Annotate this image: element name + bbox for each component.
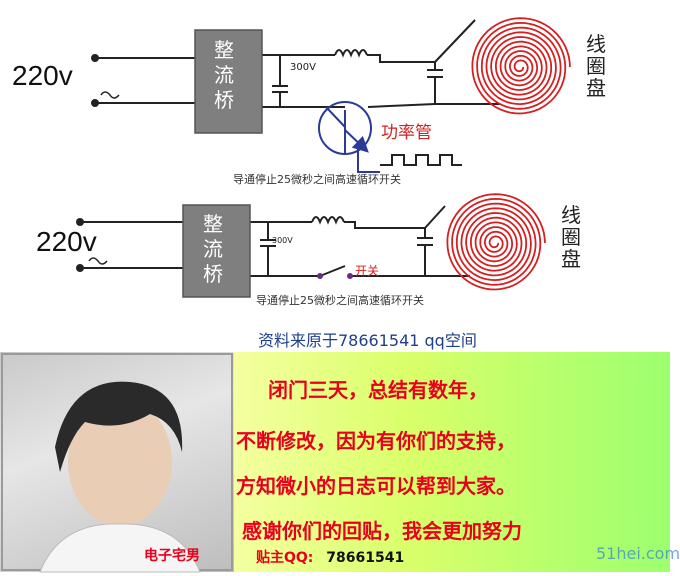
banner-line-3: 方知微小的日志可以帮到大家。 <box>236 470 516 499</box>
top-ac-symbol <box>100 90 120 100</box>
bottom-coil-label: 线圈盘 <box>561 204 583 270</box>
top-coil-label: 线圈盘 <box>586 33 608 99</box>
banner-line-2: 不断修改，因为有你们的支持， <box>236 425 516 454</box>
top-caption: 导通停止25微秒之间高速循环开关 <box>233 171 401 187</box>
bottom-rectifier-label: 整流桥 <box>203 212 229 287</box>
portrait-photo <box>0 352 234 572</box>
top-square-wave <box>380 155 462 165</box>
site-watermark: 51hei.com <box>596 544 680 563</box>
bottom-ac-symbol <box>88 256 108 266</box>
bottom-cap-voltage: 300V <box>272 236 293 245</box>
poster-qq: 贴主QQ: 78661541 <box>256 547 404 567</box>
poster-label: 贴主QQ: <box>256 550 313 566</box>
top-transistor <box>319 102 380 172</box>
source-note: 资料来原于78661541 qq空间 <box>258 327 477 351</box>
banner-line-1: 闭门三天，总结有数年， <box>268 374 488 403</box>
coil-spiral <box>472 18 570 113</box>
top-cap-voltage: 300V <box>290 62 316 73</box>
bottom-voltage-label: 220v <box>36 226 97 258</box>
banner-line-4: 感谢你们的回贴，我会更加努力 <box>242 515 522 544</box>
nickname: 电子宅男 <box>144 545 200 565</box>
top-rectifier-label: 整流桥 <box>214 38 240 113</box>
poster-qq-number: 78661541 <box>326 550 404 566</box>
induction-cooker-diagram: 220v 整流桥 300V 功率管 线圈盘 导通停止25微秒之间高速循环开关 2… <box>0 0 670 572</box>
portrait-illustration <box>0 352 234 572</box>
bottom-switch-label: 开关 <box>355 262 379 279</box>
top-voltage-label: 220v <box>12 60 73 92</box>
top-coil <box>472 18 570 113</box>
bottom-caption: 导通停止25微秒之间高速循环开关 <box>256 292 424 308</box>
top-transistor-label: 功率管 <box>381 118 432 143</box>
